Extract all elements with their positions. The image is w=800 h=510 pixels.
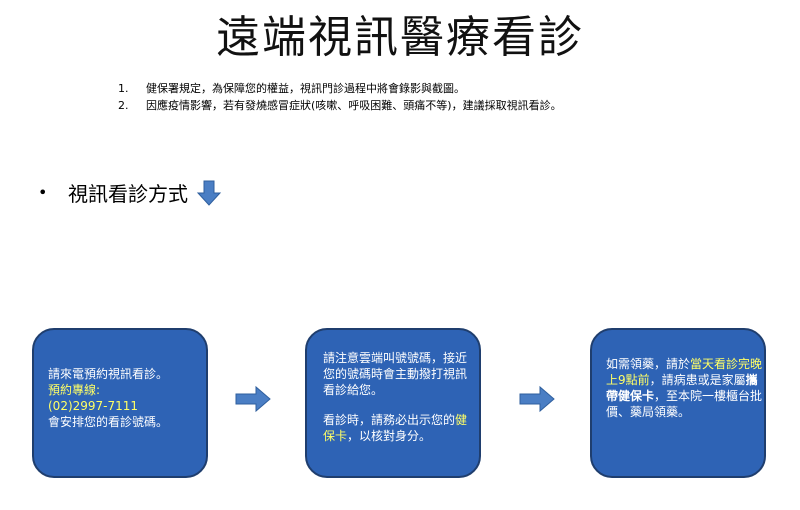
step-box-reservation: 請來電預約視訊看診。 預約專線: (02)2997-7111 會安排您的看診號碼… — [32, 328, 208, 478]
page-title: 遠端視訊醫療看診 — [216, 12, 584, 63]
step2-line: 請注意雲端叫號號碼，接近您的號碼時會主動撥打視訊看診給您。 — [323, 351, 468, 397]
note-text: 因應疫情影響，若有發燒感冒症狀(咳嗽、呼吸困難、頭痛不等)，建議採取視訊看診。 — [146, 99, 562, 112]
step-text: 請注意雲端叫號號碼，接近您的號碼時會主動撥打視訊看診給您。 看診時，請務必出示您… — [323, 350, 473, 444]
note-item: 1. 健保署規定，為保障您的權益，視訊門診過程中將會錄影與截圖。 — [118, 80, 562, 97]
section-label: 視訊看診方式 — [68, 182, 188, 206]
section-heading: • 視訊看診方式 — [38, 178, 222, 207]
step-box-medication: 如需領藥，請於當天看診完晚上9點前，請病患或是家屬攜帶健保卡，至本院一樓櫃台批價… — [590, 328, 766, 478]
hotline-label: 預約專線: — [48, 383, 101, 397]
arrow-down-icon — [196, 180, 222, 206]
note-text: 健保署規定，為保障您的權益，視訊門診過程中將會錄影與截圖。 — [146, 82, 465, 95]
step-text: 請來電預約視訊看診。 預約專線: (02)2997-7111 會安排您的看診號碼… — [48, 366, 208, 430]
deadline-text: 當天看診完晚上9點前 — [606, 357, 763, 387]
bring-card-text: 攜帶健保卡 — [606, 373, 758, 403]
step1-line: 請來電預約視訊看診。 — [48, 367, 169, 381]
note-number: 1. — [118, 82, 129, 95]
note-number: 2. — [118, 99, 129, 112]
arrow-right-icon — [235, 385, 271, 413]
step1-line: 會安排您的看診號碼。 — [48, 415, 169, 429]
notes-list: 1. 健保署規定，為保障您的權益，視訊門診過程中將會錄影與截圖。 2. 因應疫情… — [118, 80, 562, 114]
bullet-point: • — [38, 183, 48, 202]
step-box-call-queue: 請注意雲端叫號號碼，接近您的號碼時會主動撥打視訊看診給您。 看診時，請務必出示您… — [305, 328, 481, 478]
step-text: 如需領藥，請於當天看診完晚上9點前，請病患或是家屬攜帶健保卡，至本院一樓櫃台批價… — [606, 357, 763, 419]
note-item: 2. 因應疫情影響，若有發燒感冒症狀(咳嗽、呼吸困難、頭痛不等)，建議採取視訊看… — [118, 97, 562, 114]
arrow-right-icon — [519, 385, 555, 413]
nhi-card-text: 健保卡 — [323, 413, 468, 443]
hotline-phone: (02)2997-7111 — [48, 399, 139, 413]
step2-line: 看診時，請務必出示您的健保卡，以核對身分。 — [323, 413, 468, 443]
